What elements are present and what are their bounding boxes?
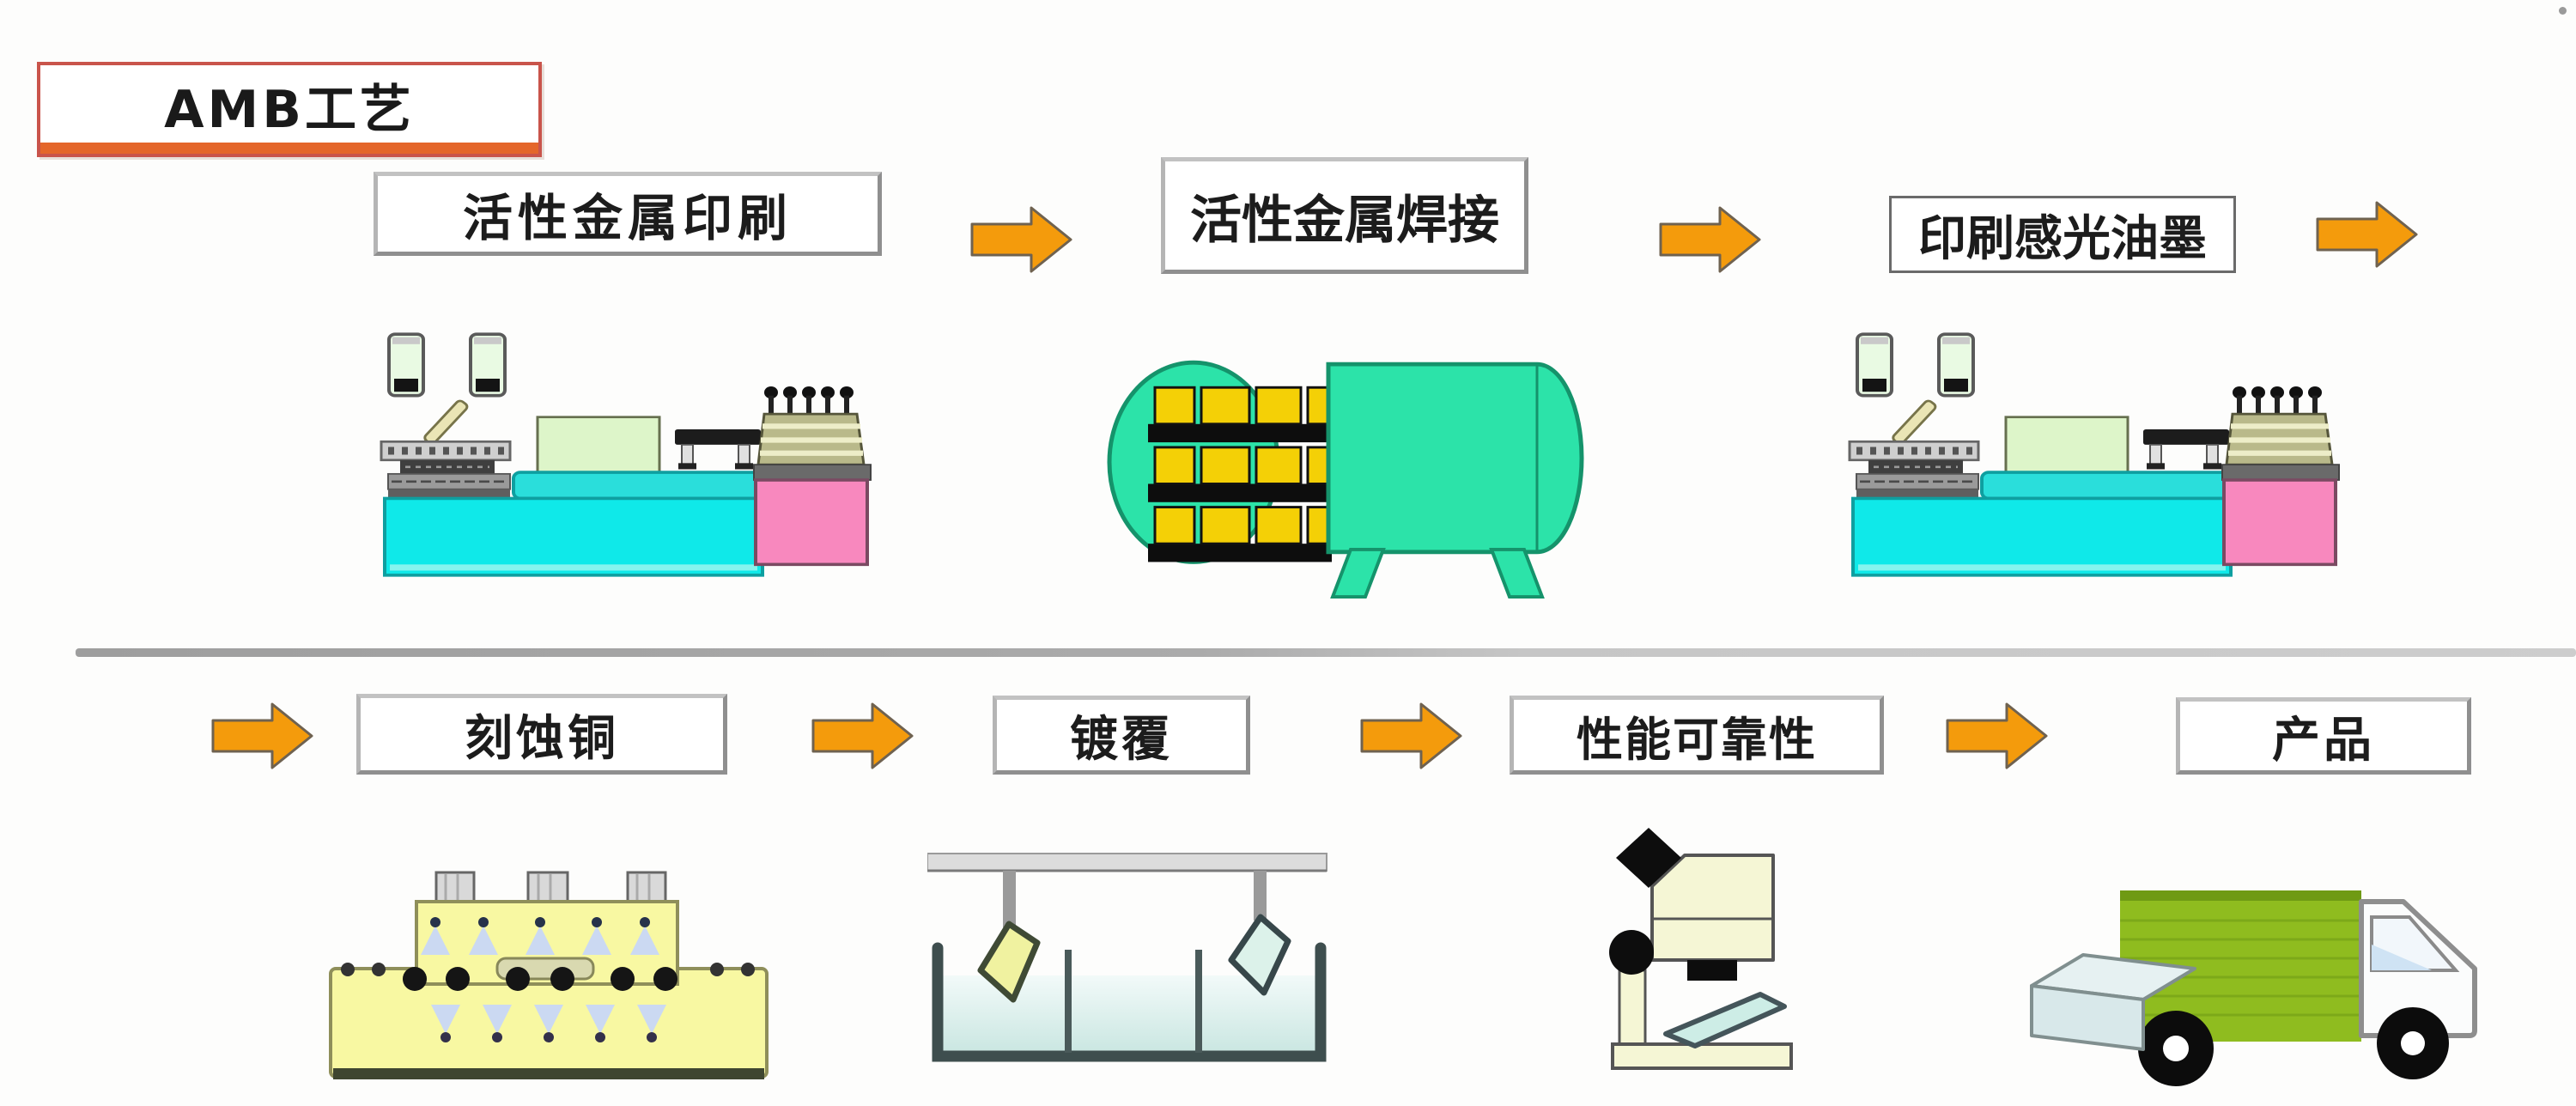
product-box-icon <box>2030 953 2196 1051</box>
spray-nozzles-icon <box>421 917 659 955</box>
step-label-text: 活性金属印刷 <box>462 189 793 247</box>
process-title-text: AMB工艺 <box>164 80 415 140</box>
arrow-right-icon <box>1659 206 1761 273</box>
etch-caps-icon <box>434 871 667 907</box>
step-label-plating: 镀覆 <box>993 696 1250 775</box>
screen-printer-illustration <box>1836 328 2351 581</box>
copper-etching-machine-illustration <box>329 871 769 1079</box>
plating-tank-illustration <box>927 853 1327 1062</box>
step-label-text: 性能可靠性 <box>1577 712 1817 767</box>
focus-knob-icon <box>1609 930 1654 975</box>
process-title: AMB工艺 <box>37 62 542 157</box>
arrow-right-icon <box>1946 702 2048 769</box>
screen-printer-illustration <box>368 328 883 581</box>
eyepiece-icon <box>1616 828 1681 888</box>
arrow-right-icon <box>2316 201 2418 268</box>
step-label-print-photosensitive-ink: 印刷感光油墨 <box>1889 196 2236 273</box>
arrow-right-icon <box>811 702 914 769</box>
scan-artifact-dot <box>2559 7 2567 15</box>
step-label-active-metal-printing: 活性金属印刷 <box>374 172 882 256</box>
step-label-text: 活性金属焊接 <box>1190 190 1499 251</box>
arrow-right-icon <box>211 702 313 769</box>
step-label-text: 印刷感光油墨 <box>1918 210 2207 267</box>
roller-row-icon <box>341 963 755 991</box>
spray-nozzles-icon <box>431 1005 666 1042</box>
plated-board-icon <box>977 921 1041 1003</box>
step-label-text: 刻蚀铜 <box>465 710 619 767</box>
stage-plate-icon <box>1663 992 1787 1048</box>
arrow-right-icon <box>1360 702 1462 769</box>
step-label-text: 产品 <box>2272 712 2375 769</box>
step-label-performance-reliability: 性能可靠性 <box>1510 696 1884 775</box>
row-divider-line <box>76 648 2576 657</box>
step-label-text: 镀覆 <box>1070 711 1173 768</box>
plated-board-icon <box>1228 914 1291 996</box>
inspection-microscope-illustration <box>1609 828 1793 1070</box>
arrow-right-icon <box>970 206 1072 273</box>
vacuum-welding-furnace-illustration <box>1107 360 1584 599</box>
step-label-active-metal-welding: 活性金属焊接 <box>1161 157 1528 274</box>
furnace-boards-icon <box>1148 386 1333 562</box>
step-label-product: 产品 <box>2176 697 2471 775</box>
delivery-truck-illustration <box>2030 890 2477 1086</box>
step-label-etch-copper: 刻蚀铜 <box>356 694 727 775</box>
